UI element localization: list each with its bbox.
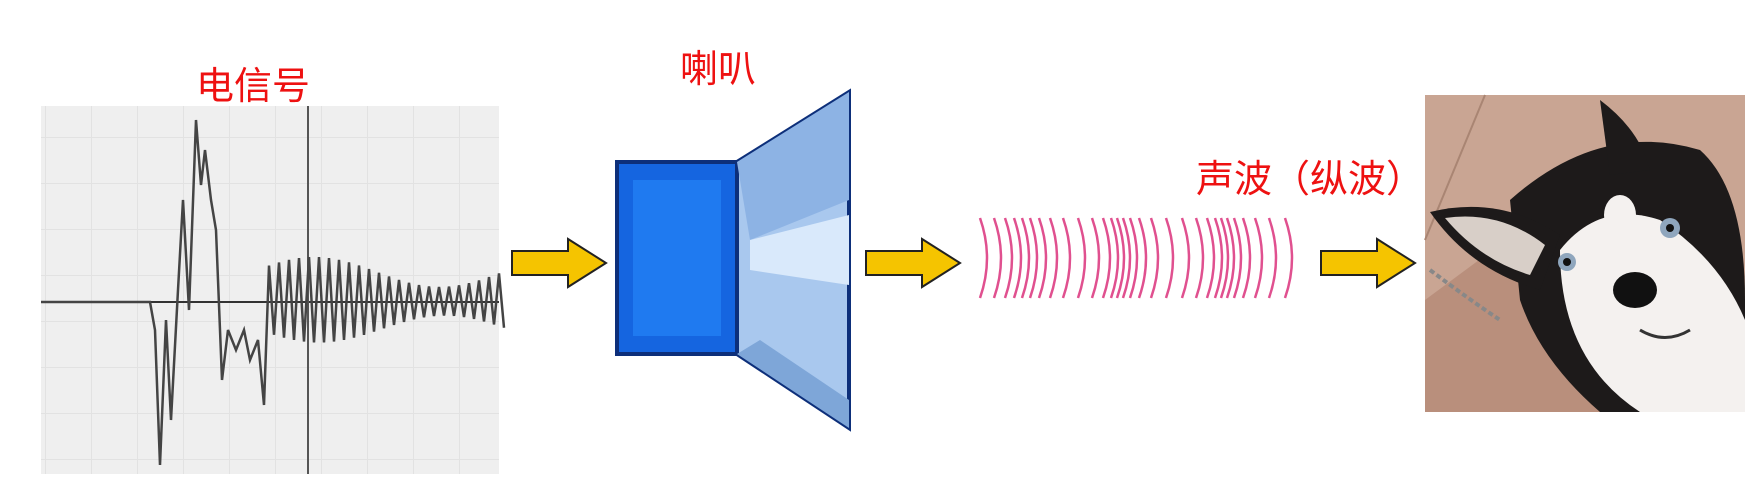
- wave-front: [1241, 217, 1252, 299]
- signal-trace: [41, 119, 506, 466]
- wave-front: [1020, 217, 1031, 299]
- arrow-signal-to-speaker-icon: [511, 237, 608, 289]
- wave-front: [1205, 217, 1216, 299]
- wave-front: [1232, 217, 1243, 299]
- wave-front: [1037, 217, 1048, 299]
- wave-front: [1149, 217, 1160, 299]
- wave-front: [1076, 217, 1087, 299]
- electric-signal-label: 电信号: [196, 64, 311, 108]
- wave-front: [1048, 217, 1059, 299]
- wave-front: [1012, 217, 1023, 299]
- wave-front: [978, 217, 989, 299]
- wave-front: [1225, 217, 1236, 299]
- wave-front: [1213, 217, 1224, 299]
- wave-front: [1164, 217, 1175, 299]
- arrow-wave-to-dog-icon: [1320, 237, 1417, 289]
- wave-front: [1283, 217, 1294, 299]
- wave-front: [1137, 217, 1148, 299]
- sound-wave-label: 声波（纵波）: [1196, 157, 1425, 201]
- wave-front: [1121, 217, 1132, 299]
- wave-front: [1219, 217, 1230, 299]
- wave-front: [1101, 217, 1112, 299]
- sound-waves: [978, 217, 1294, 299]
- wave-front: [1003, 217, 1014, 299]
- wave-front: [1267, 217, 1278, 299]
- wave-front: [992, 217, 1003, 299]
- arrow-speaker-to-wave-icon: [865, 237, 962, 289]
- husky-photo: [1424, 94, 1745, 412]
- wave-front: [1180, 217, 1191, 299]
- wave-front: [1090, 217, 1101, 299]
- speaker-icon: [615, 88, 851, 432]
- wave-front: [1128, 217, 1139, 299]
- wave-front: [1028, 217, 1039, 299]
- electric-signal-waveform: [41, 106, 506, 474]
- wave-front: [1109, 217, 1120, 299]
- speaker-label: 喇叭: [680, 47, 757, 91]
- wave-front: [1253, 217, 1264, 299]
- wave-front: [1061, 217, 1072, 299]
- wave-front: [1115, 217, 1126, 299]
- wave-front: [1194, 217, 1205, 299]
